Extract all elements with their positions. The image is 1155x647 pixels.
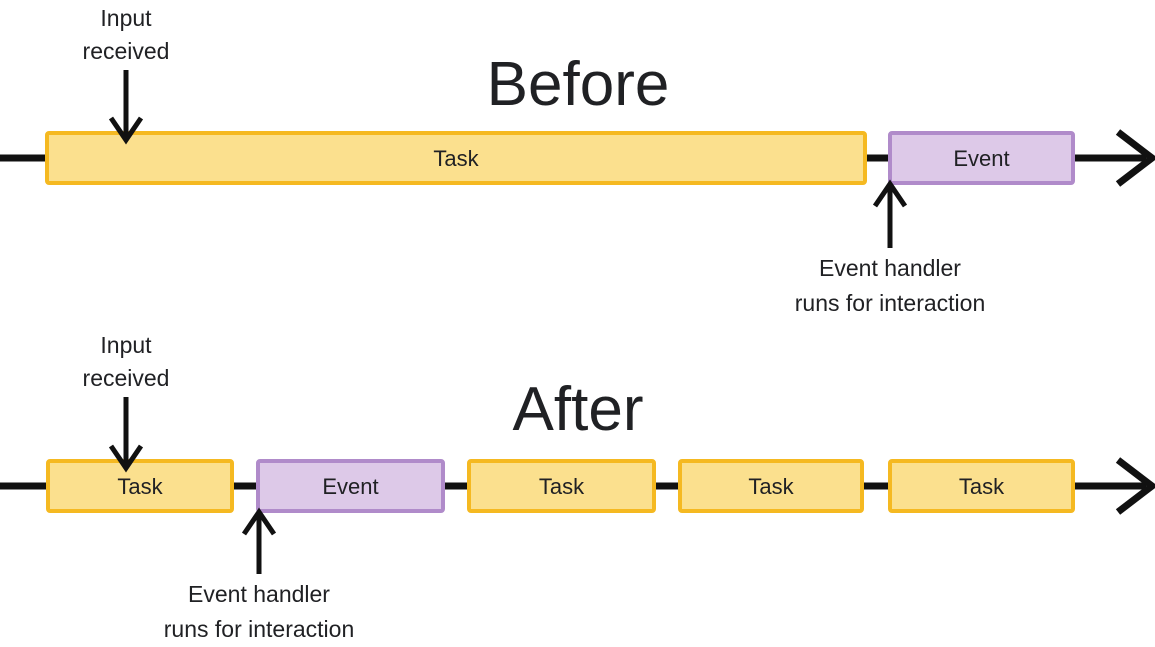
annotation-line: Input: [100, 332, 152, 358]
event-block[interactable]: Event: [888, 131, 1075, 185]
annotation-line: Event handler: [819, 255, 961, 281]
annotation-line: runs for interaction: [164, 616, 354, 642]
annotation-line: received: [83, 38, 170, 64]
annotation-line: received: [83, 365, 170, 391]
task-box-label: Task: [959, 474, 1005, 499]
annotation-pointer-head: [872, 179, 908, 208]
annotation-line: Event handler: [188, 581, 330, 607]
annotation-pointer-head: [108, 444, 144, 473]
timeline-arrow-head: [1115, 457, 1155, 515]
task-box-rect[interactable]: [467, 459, 656, 513]
task-block[interactable]: Task: [467, 459, 656, 513]
event-block[interactable]: Event: [256, 459, 445, 513]
event-box-rect[interactable]: [888, 131, 1075, 185]
annotation-pointer-head: [241, 507, 277, 536]
timeline-arrow-head: [1115, 129, 1155, 187]
task-block[interactable]: Task: [46, 459, 234, 513]
task-box-label: Task: [748, 474, 794, 499]
task-block[interactable]: Task: [678, 459, 864, 513]
annotation-pointer-head: [108, 116, 144, 145]
task-box-rect[interactable]: [45, 131, 867, 185]
annotation-line: Input: [100, 5, 152, 31]
event-box-label: Event: [322, 474, 378, 499]
event-box-label: Event: [953, 146, 1009, 171]
task-box-rect[interactable]: [678, 459, 864, 513]
task-block[interactable]: Task: [45, 131, 867, 185]
annotation-event-handler-after: Event handler runs for interaction: [164, 507, 354, 642]
annotation-input-received-after: Input received: [83, 332, 170, 473]
annotation-line: runs for interaction: [795, 290, 985, 316]
task-box-label: Task: [433, 146, 479, 171]
task-box-rect[interactable]: [46, 459, 234, 513]
task-block[interactable]: Task: [888, 459, 1075, 513]
task-box-label: Task: [117, 474, 163, 499]
task-box-label: Task: [539, 474, 585, 499]
section-after: Task Event Task Task Task After Input receivedE…: [0, 332, 1155, 642]
task-box-rect[interactable]: [888, 459, 1075, 513]
annotation-input-received-before: Input received: [83, 5, 170, 145]
annotation-event-handler-before: Event handler runs for interaction: [795, 179, 985, 316]
section-title-before: Before: [487, 50, 670, 119]
section-title-after: After: [513, 375, 644, 444]
event-box-rect[interactable]: [256, 459, 445, 513]
